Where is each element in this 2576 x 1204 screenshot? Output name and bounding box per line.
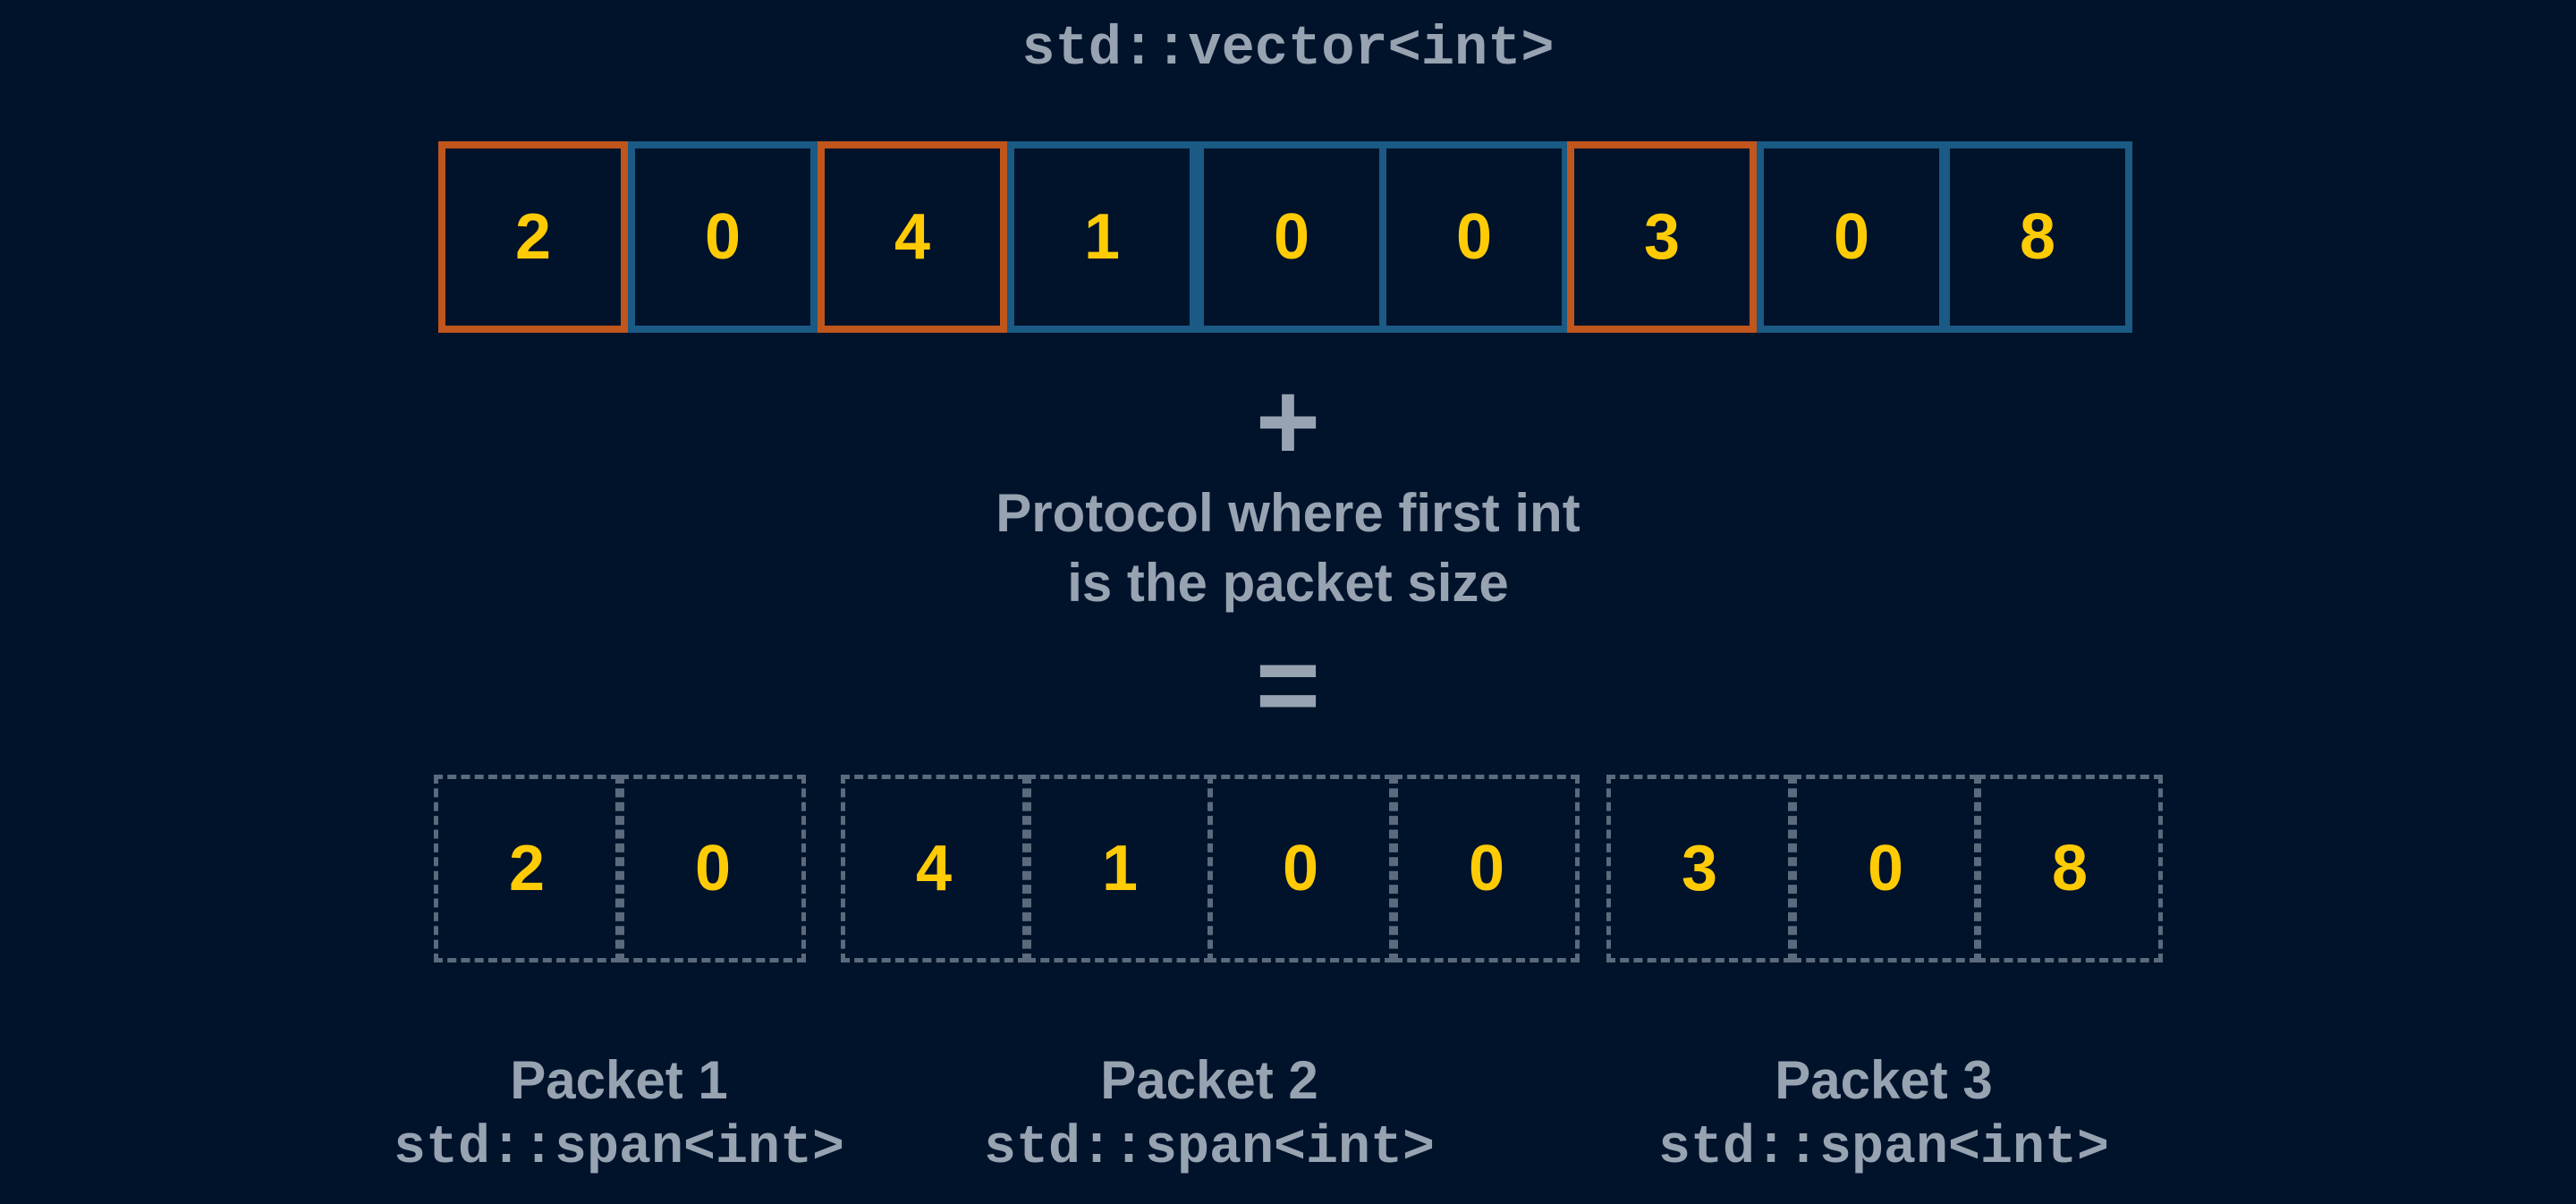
packet-3-cell: 0 (1792, 775, 1979, 962)
vector-title: std::vector<int> (1021, 17, 1555, 81)
vector-cell-size: 3 (1567, 141, 1757, 333)
packet-2-name: Packet 2 (1100, 1050, 1318, 1110)
packet-3-name: Packet 3 (1775, 1050, 1993, 1110)
packet-1-cell: 2 (434, 775, 620, 962)
vector-cell-size: 4 (818, 141, 1007, 333)
protocol-line-2: is the packet size (1067, 553, 1509, 613)
packet-1-type: std::span<int> (393, 1118, 845, 1179)
packet-2-cell: 4 (841, 775, 1027, 962)
vector-cell: 0 (628, 141, 818, 333)
equals-operator: = (1255, 623, 1321, 747)
vector-cell: 0 (1379, 141, 1569, 333)
packet-2-cell: 0 (1394, 775, 1580, 962)
vector-cell-size: 2 (438, 141, 628, 333)
vector-cell: 0 (1757, 141, 1946, 333)
packet-2-cell: 0 (1208, 775, 1394, 962)
packet-3-label: Packet 3 std::span<int> (1597, 1047, 2170, 1183)
packet-1-cell: 0 (620, 775, 806, 962)
plus-operator: + (1255, 360, 1321, 484)
vector-cell: 1 (1007, 141, 1197, 333)
packet-2-label: Packet 2 std::span<int> (923, 1047, 1496, 1183)
packet-3-cell: 3 (1606, 775, 1792, 962)
packet-1-label: Packet 1 std::span<int> (333, 1047, 905, 1183)
packet-2-cell: 1 (1027, 775, 1213, 962)
packet-2-type: std::span<int> (983, 1118, 1436, 1179)
packet-3-type: std::span<int> (1657, 1118, 2110, 1179)
vector-cell: 8 (1943, 141, 2132, 333)
packet-3-cell: 8 (1977, 775, 2163, 962)
protocol-line-1: Protocol where first int (996, 483, 1580, 543)
vector-cell: 0 (1197, 141, 1386, 333)
packet-1-name: Packet 1 (510, 1050, 728, 1110)
protocol-description: Protocol where first int is the packet s… (0, 479, 2576, 618)
